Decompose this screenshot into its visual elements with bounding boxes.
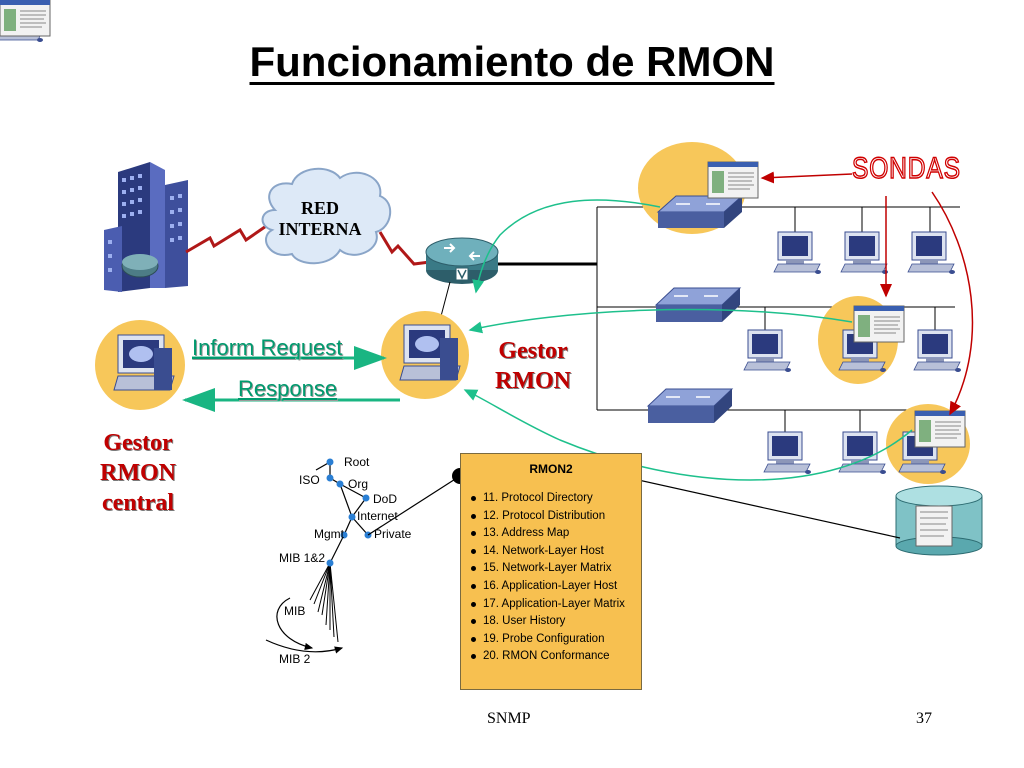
gestor-central-line-2: RMON: [100, 460, 176, 486]
mib-iso-label: ISO: [299, 473, 320, 487]
rmon2-item: 12. Protocol Distribution: [469, 508, 625, 526]
page-title: Funcionamiento de RMON: [249, 38, 775, 85]
mib-label: MIB: [284, 604, 306, 618]
switch-icon: [654, 287, 742, 322]
rmon2-item: 20. RMON Conformance: [469, 648, 625, 666]
page-number: 37: [916, 710, 932, 727]
rmon2-item: 15. Network-Layer Matrix: [469, 560, 625, 578]
cloud-label: RED INTERNA: [270, 198, 370, 240]
database-icon: [895, 485, 983, 556]
mib-dod-label: DoD: [373, 492, 398, 506]
cloud-icon: [261, 167, 391, 265]
rmon2-item: 14. Network-Layer Host: [469, 543, 625, 561]
rmon2-item: 17. Application-Layer Matrix: [469, 596, 625, 614]
cloud-label-line-2: INTERNA: [278, 219, 362, 239]
response-label: Response: [238, 376, 338, 401]
probe-document-icon: [0, 0, 51, 37]
rmon2-item: 13. Address Map: [469, 525, 625, 543]
gestor-central-icon: [95, 320, 185, 410]
router-icon: [425, 237, 499, 284]
gestor-rmon-line-2: RMON: [495, 368, 571, 394]
rmon2-title: RMON2: [529, 462, 573, 476]
mib-private-label: Private: [374, 527, 412, 541]
gestor-central-line-1: Gestor: [103, 430, 173, 456]
gestor-rmon-label: Gestor RMON: [478, 336, 588, 396]
rmon2-item: 18. User History: [469, 613, 625, 631]
building-icon: [104, 162, 188, 292]
rmon2-item: 16. Application-Layer Host: [469, 578, 625, 596]
gestor-central-line-3: central: [102, 490, 174, 516]
mib-1-2-label: MIB 1&2: [279, 551, 326, 565]
rmon2-panel: RMON2 11. Protocol Directory 12. Protoco…: [460, 453, 642, 690]
mib-root-label: Root: [344, 455, 370, 469]
rmon2-item: 19. Probe Configuration: [469, 631, 625, 649]
mib-mgmt-label: Mgmt: [314, 527, 344, 541]
mib-tree-nodes: [326, 458, 372, 567]
gestor-rmon-line-1: Gestor: [498, 338, 568, 364]
mib-internet-label: Internet: [357, 509, 398, 523]
rmon2-item: 11. Protocol Directory: [469, 490, 625, 508]
sondas-label: SONDAS: [851, 151, 961, 186]
inform-request-label: Inform Request: [192, 335, 343, 360]
mib-2-label: MIB 2: [279, 652, 311, 666]
gestor-central-label: Gestor RMON central: [78, 428, 198, 518]
switch-icon: [646, 388, 734, 423]
gestor-rmon-icon: [381, 311, 469, 399]
mib-org-label: Org: [348, 477, 369, 491]
rmon2-group-list: 11. Protocol Directory 12. Protocol Dist…: [469, 490, 625, 666]
cloud-label-line-1: RED: [300, 198, 339, 218]
footer-label: SNMP: [487, 710, 531, 727]
switch-icon: [656, 195, 744, 228]
